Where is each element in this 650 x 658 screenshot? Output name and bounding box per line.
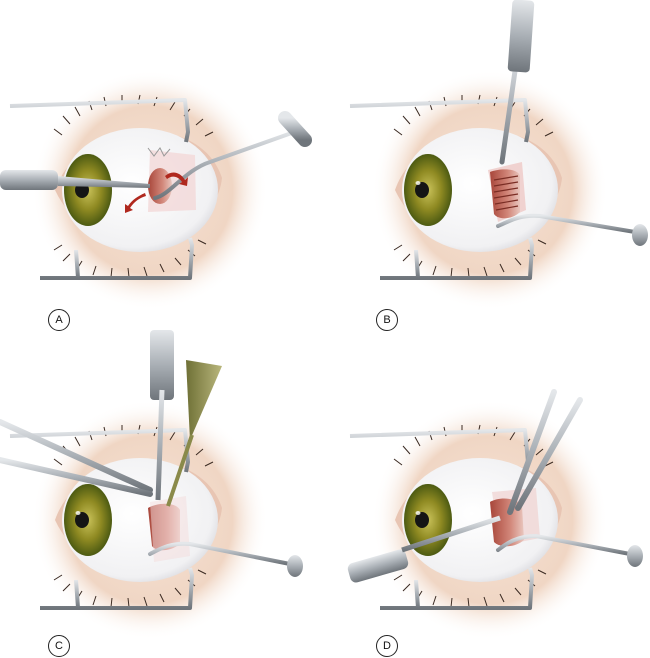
panel-label-b: B <box>376 309 398 331</box>
panel-c: C <box>0 330 325 658</box>
suture-lines <box>493 175 519 211</box>
arrow-icon <box>125 172 188 213</box>
panel-b-illustration <box>348 0 648 312</box>
eye-illustration <box>348 68 610 312</box>
panel-label-d: D <box>376 635 398 657</box>
needle-holder-icon <box>150 330 174 400</box>
panel-b: B <box>340 0 650 331</box>
panel-label-c: C <box>48 635 70 657</box>
needle-holder-icon <box>347 515 501 583</box>
rectus-muscle <box>490 169 520 219</box>
panel-c-illustration <box>0 330 303 642</box>
panel-d-illustration <box>347 389 643 642</box>
forceps-icon <box>0 419 153 497</box>
forceps-icon <box>0 170 150 190</box>
rectus-muscle <box>490 498 524 547</box>
forceps-icon <box>496 213 637 234</box>
eye-illustration <box>8 398 270 642</box>
rectus-muscle <box>148 168 172 204</box>
muscle-hook-icon <box>148 541 292 566</box>
muscle-hook-icon <box>496 533 632 556</box>
panel-a: A <box>0 0 325 331</box>
needle-holder-icon <box>507 0 535 73</box>
eye-illustration <box>348 398 610 642</box>
panel-a-illustration <box>0 68 312 312</box>
scissors-icon <box>507 389 583 515</box>
panel-d: D <box>340 330 650 658</box>
panel-label-a: A <box>48 309 70 331</box>
scissors-icon <box>166 360 222 507</box>
